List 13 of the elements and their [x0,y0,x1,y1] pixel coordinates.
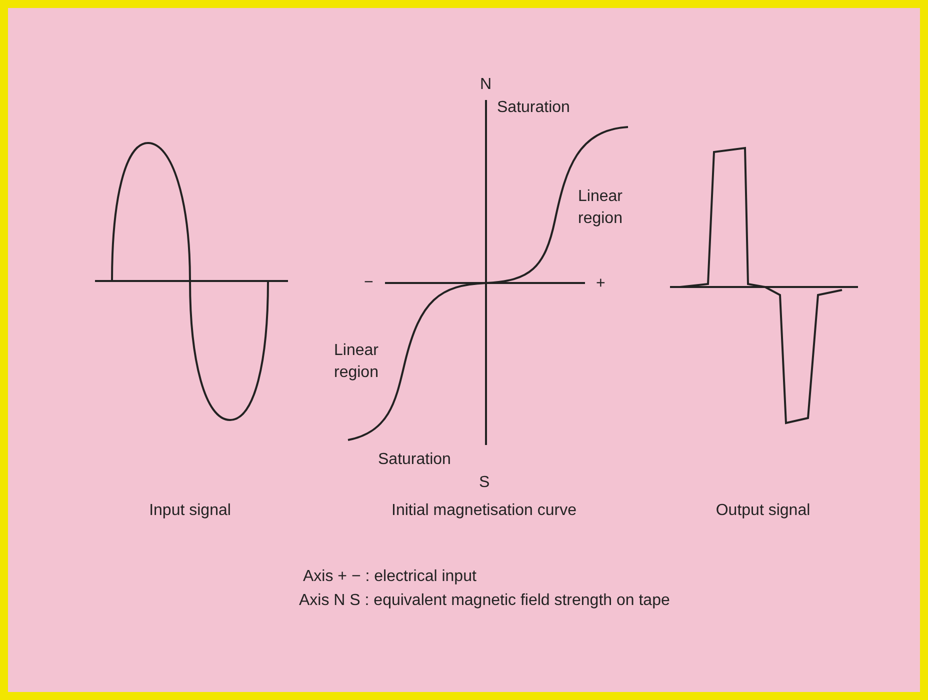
curve-label: Saturation [378,450,452,470]
axis-label: N [480,75,493,95]
caption: Output signal [714,501,812,521]
axis-label: S [479,473,491,493]
caption: Initial magnetisation curve [390,501,578,521]
curve-label: Saturation [497,98,571,118]
curve-label: Linear region [334,341,380,383]
axis-label: − [364,273,374,293]
curve-label: Linear region [578,187,624,229]
note: Axis N S : equivalent magnetic field strength on tape [299,591,671,611]
caption: Input signal [148,501,232,521]
note: Axis + − : electrical input [303,567,478,587]
axis-label: + [596,274,606,294]
